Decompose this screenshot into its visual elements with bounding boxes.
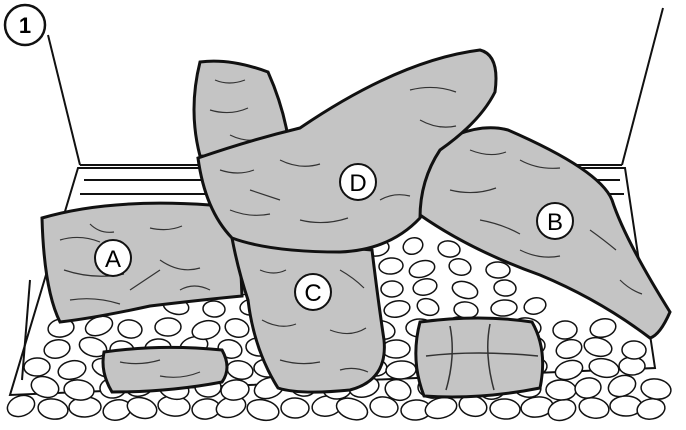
- pebble: [553, 320, 578, 339]
- pebble: [640, 377, 673, 401]
- pebble: [486, 262, 511, 279]
- pebble: [281, 398, 309, 418]
- callout-c-label: C: [304, 280, 321, 307]
- pebble: [382, 340, 410, 358]
- callout-a-label: A: [105, 246, 121, 273]
- pebble: [43, 338, 72, 361]
- pebble: [24, 358, 51, 377]
- pebble: [412, 277, 439, 298]
- pebble: [225, 358, 254, 381]
- pebble: [223, 316, 251, 340]
- pebble: [437, 239, 461, 258]
- callout-d: D: [340, 164, 376, 200]
- log-front-lump-shape: [416, 318, 543, 397]
- pebble: [378, 257, 403, 275]
- pebble: [4, 392, 37, 420]
- pebble: [37, 397, 70, 421]
- pebble: [63, 378, 95, 402]
- pebble: [202, 300, 225, 317]
- pebble: [582, 335, 613, 359]
- pebble: [577, 395, 610, 420]
- pebble: [245, 397, 280, 423]
- pebble: [386, 360, 417, 380]
- pebble: [622, 341, 647, 360]
- pebble: [381, 281, 403, 297]
- firebox-left-edge: [48, 35, 80, 165]
- pebble: [522, 295, 547, 316]
- pebble: [490, 299, 517, 317]
- pebble: [125, 394, 159, 421]
- pebble: [493, 279, 517, 297]
- pebble: [415, 296, 441, 318]
- firebox-right-edge: [622, 8, 663, 165]
- pebble: [489, 398, 520, 420]
- pebble: [546, 379, 577, 400]
- pebble: [588, 316, 618, 340]
- callout-c: C: [295, 274, 331, 310]
- pebble: [553, 357, 585, 383]
- pebble: [554, 337, 584, 361]
- pebble: [56, 358, 87, 382]
- pebble: [574, 376, 603, 400]
- callout-b: B: [537, 203, 573, 239]
- pebble: [450, 279, 480, 302]
- step-badge-number: 1: [19, 13, 31, 38]
- step-badge: 1: [5, 5, 45, 45]
- log-front-small: [103, 347, 227, 392]
- pebble: [447, 257, 472, 278]
- callout-b-label: B: [547, 209, 563, 236]
- pebble: [117, 318, 144, 340]
- pebble: [423, 394, 459, 421]
- pebble: [155, 318, 182, 337]
- callout-a: A: [95, 240, 131, 276]
- log-front-lump: [416, 318, 543, 397]
- pebble: [619, 357, 645, 375]
- log-front-small-shape: [103, 347, 227, 392]
- pebble: [383, 299, 412, 320]
- pebble: [588, 356, 621, 379]
- pebble: [29, 373, 62, 401]
- pebble: [407, 258, 436, 281]
- callout-d-label: D: [349, 170, 366, 197]
- pebble: [401, 235, 425, 257]
